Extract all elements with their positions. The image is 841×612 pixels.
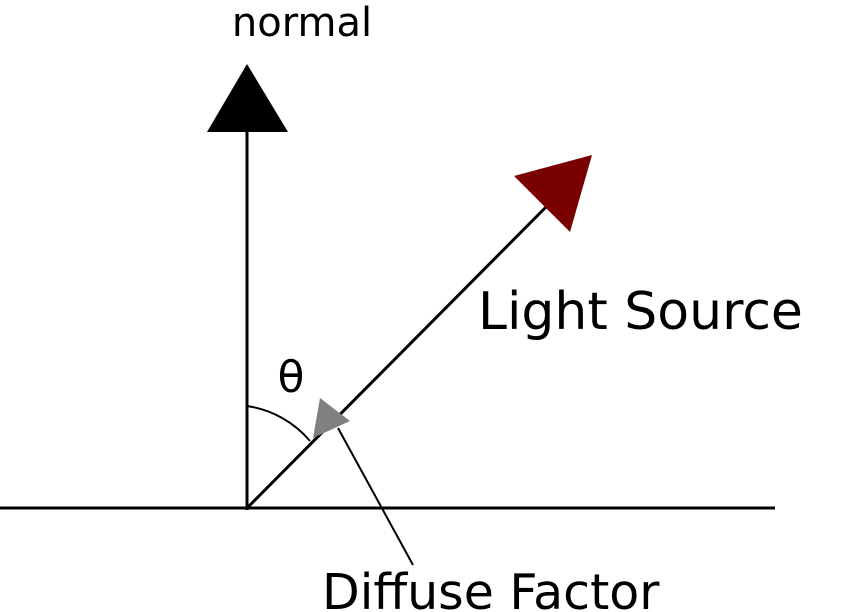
light-arrowhead-icon — [514, 155, 592, 232]
angle-arc — [246, 405, 311, 442]
normal-arrowhead-icon — [207, 64, 288, 132]
light-vector-line — [245, 203, 550, 510]
diffuse-pointer-line — [337, 427, 414, 566]
normal-label: normal — [232, 0, 372, 46]
light-source-label: Light Source — [478, 282, 803, 342]
angle-label: θ — [278, 352, 305, 403]
diffuse-factor-label: Diffuse Factor — [322, 564, 660, 612]
diffuse-arrowhead-icon — [313, 398, 350, 438]
